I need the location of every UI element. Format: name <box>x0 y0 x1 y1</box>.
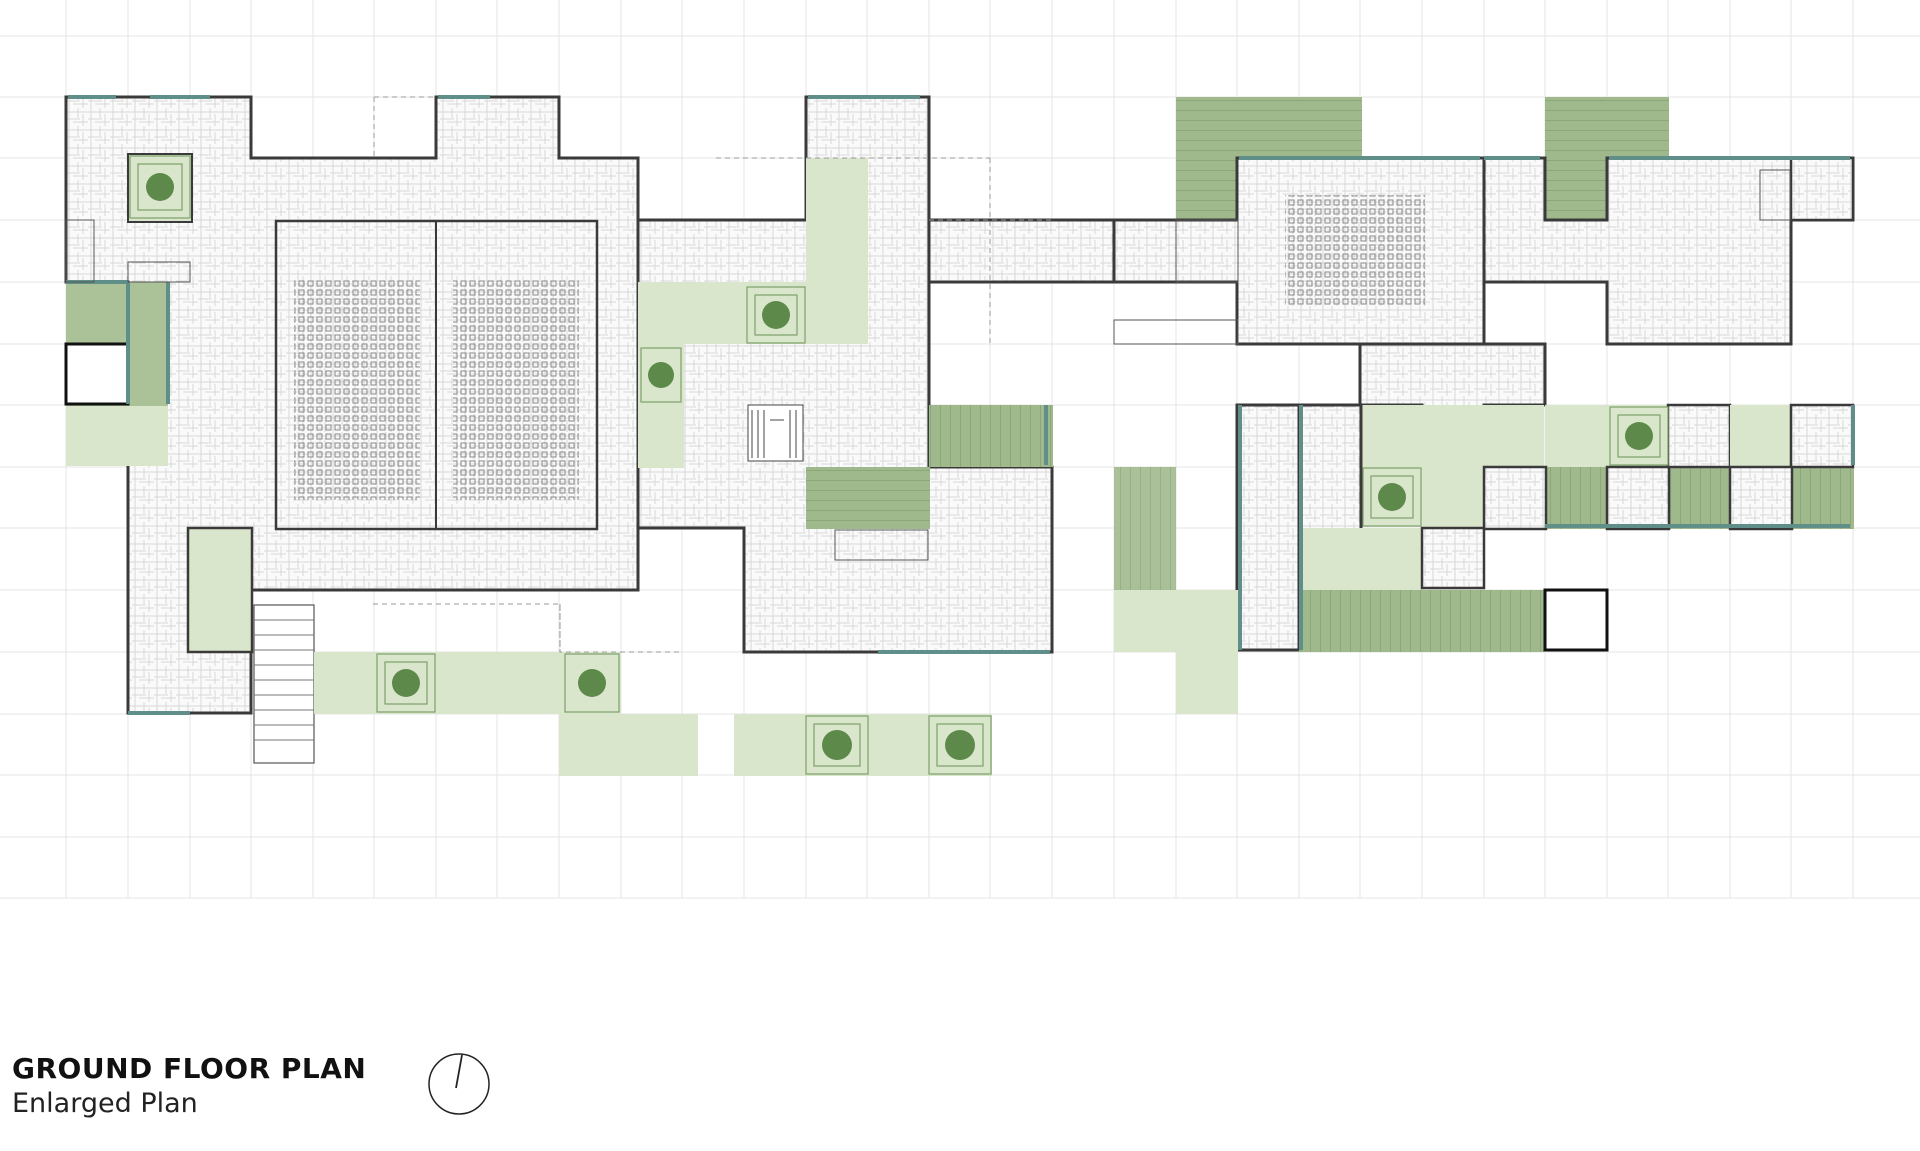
drawing-title: GROUND FLOOR PLAN <box>12 1052 367 1085</box>
building-b <box>636 95 1178 654</box>
north-arrow-icon <box>428 1053 490 1115</box>
service-rooms <box>65 169 1791 561</box>
entrance-stairs <box>253 604 315 764</box>
title-block: GROUND FLOOR PLAN Enlarged Plan <box>12 1052 366 1122</box>
drawing-subtitle: Enlarged Plan <box>12 1088 198 1119</box>
building-c <box>1112 97 1855 714</box>
tree-icon <box>129 155 1669 775</box>
